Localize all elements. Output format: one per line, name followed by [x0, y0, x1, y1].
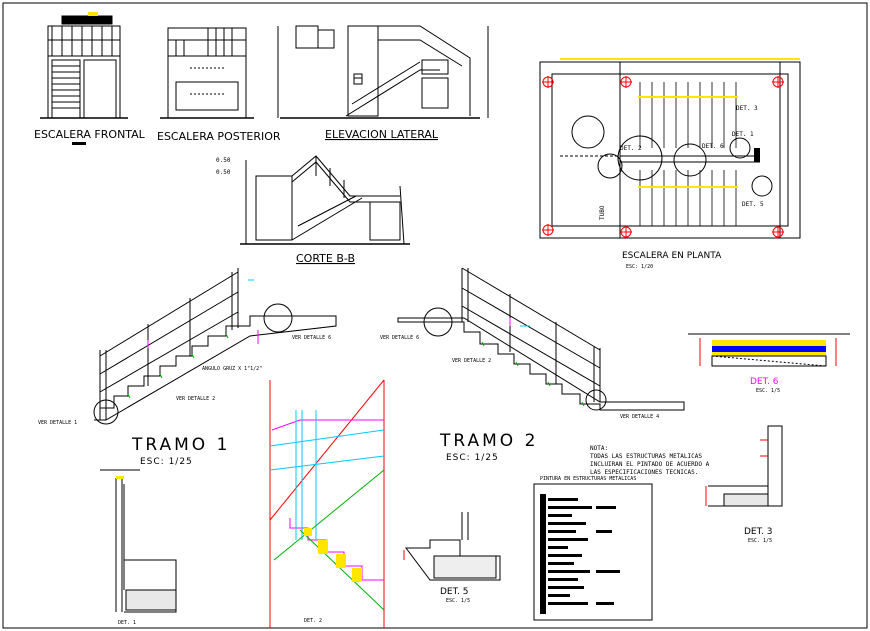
det1-label: DET. 1 [118, 620, 136, 626]
plan-red-markers [542, 76, 784, 238]
section-bb [240, 155, 410, 245]
tramo1-ver2: VER DETALLE 2 [176, 396, 215, 402]
tramo2-title: TRAMO 2 [439, 431, 538, 451]
tramo1-ver6: VER DETALLE 6 [292, 335, 331, 341]
label-corte: CORTE B-B [296, 252, 355, 265]
det5-label: DET. 5 [440, 587, 469, 597]
tramo1-angulo: ANGULO GRUZ X 1"1/2" [202, 366, 262, 372]
label-planta: ESCALERA EN PLANTA [622, 251, 722, 261]
det3-label: DET. 3 [744, 527, 773, 537]
tramo2-ver6: VER DETALLE 6 [380, 335, 419, 341]
plan-yellow-dots [560, 58, 800, 188]
pintura-table [533, 483, 653, 621]
tramo2-ver4: VER DETALLE 4 [620, 414, 659, 420]
det2-label: DET. 2 [304, 618, 322, 624]
plan-tubo: TUBO [599, 205, 606, 220]
pintura-title: PINTURA EN ESTRUCTURAS METALICAS [540, 476, 636, 482]
det5-detail [403, 512, 501, 581]
tramo1-colored-marks [127, 279, 259, 399]
corte-dim-1: 0.50 [216, 157, 231, 164]
det3-detail [705, 425, 783, 507]
plan-det3: DET. 3 [736, 105, 758, 112]
tramo1-scale: ESC: 1/25 [140, 457, 193, 467]
det3-scale: ESC. 1/5 [748, 538, 772, 544]
label-frontal: ESCALERA FRONTAL [34, 128, 146, 141]
det1-marker [116, 476, 124, 479]
tramo1-title: TRAMO 1 [131, 435, 230, 455]
plan-det2: DET. 2 [620, 145, 642, 152]
tramo1-section [93, 268, 337, 425]
det6-detail [688, 333, 850, 367]
plan-det5: DET. 5 [742, 201, 764, 208]
tramo2-colored-marks [481, 318, 585, 407]
plan-view [539, 61, 801, 239]
label-planta-scale: ESC: 1/20 [626, 264, 653, 270]
det6-scale: ESC. 1/5 [756, 388, 780, 394]
nota-line-2: INCLUIRAN EL PINTADO DE ACUERDO A [590, 461, 710, 468]
frontal-marker [88, 12, 98, 16]
tramo2-section [397, 267, 685, 411]
det6-label: DET. 6 [750, 377, 779, 387]
label-lateral: ELEVACION LATERAL [325, 128, 439, 141]
plan-post [754, 148, 760, 162]
scale-bar [72, 142, 86, 145]
posterior-elevation [160, 27, 254, 119]
tramo2-scale: ESC: 1/25 [446, 453, 499, 463]
frontal-elevation [40, 15, 128, 119]
label-posterior: ESCALERA POSTERIOR [157, 130, 281, 143]
tramo1-ver1: VER DETALLE 1 [38, 420, 77, 426]
nota-line-1: TODAS LAS ESTRUCTURAS METALICAS [590, 453, 702, 460]
corte-dim-2: 0.50 [216, 169, 231, 176]
nota-head: NOTA: [590, 445, 608, 452]
tramo2-ver2: VER DETALLE 2 [452, 358, 491, 364]
plan-det6: DET. 6 [702, 143, 724, 150]
plan-det1: DET. 1 [732, 131, 754, 138]
lateral-elevation [277, 25, 489, 119]
det1-detail [100, 469, 177, 613]
det5-scale: ESC. 1/5 [446, 598, 470, 604]
nota-line-3: LAS ESPECIFICACIONES TECNICAS. [590, 469, 698, 476]
det2-detail [269, 379, 385, 628]
